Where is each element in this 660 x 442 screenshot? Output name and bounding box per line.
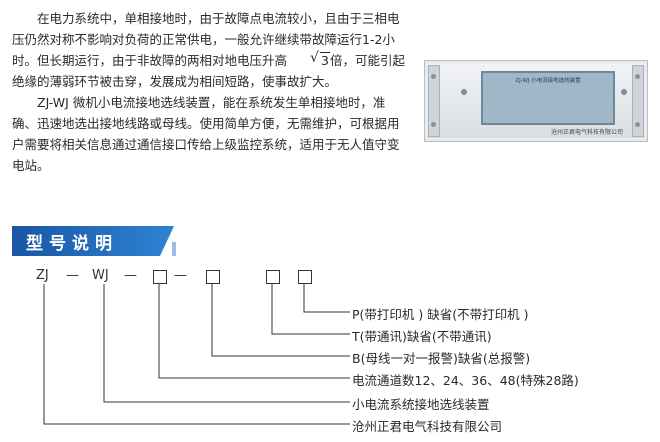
model-code-zj: ZJ [36,268,49,283]
intro-p1-before: 在电力系统中，单相接地时，由于故障点电流较小，且由于三相电压仍然对称不影响对负荷… [12,11,400,68]
device-button [621,89,627,95]
leader-line-device [103,284,350,403]
model-heading: 型号说明 [26,234,118,254]
model-box-printer [298,270,312,284]
desc-channels: 电流通道数12、24、36、48(特殊28路) [352,373,579,388]
model-box-channels [153,270,167,284]
leader-line-company [43,284,350,425]
model-dash: — [174,268,187,283]
intro-paragraph-1: 在电力系统中，单相接地时，由于故障点电流较小，且由于三相电压仍然对称不影响对负荷… [12,8,410,92]
model-dash: — [66,268,79,283]
desc-printer: P(带打印机 ) 缺省(不带打印机 ) [352,307,529,322]
intro-text: 在电力系统中，单相接地时，由于故障点电流较小，且由于三相电压仍然对称不影响对负荷… [12,8,410,176]
model-dash: — [124,268,137,283]
desc-company: 沧州正君电气科技有限公司 [352,419,503,434]
model-box-comm [266,270,280,284]
banner-accent [172,242,176,256]
device-ear-left [428,65,440,137]
intro-paragraph-2: ZJ-WJ 微机小电流接地选线装置，能在系统发生单相接地时，准确、迅速地选出接地… [12,95,400,173]
sqrt-symbol: 3 [285,48,330,71]
device-brand: 沧州正君电气科技有限公司 [550,129,623,136]
model-heading-banner: 型号说明 [12,226,174,256]
sqrt-value: 3 [320,52,330,68]
leader-line-channels [158,284,350,379]
desc-comm: T(带通讯)缺省(不带通讯) [352,329,492,344]
model-code-wj: WJ [92,268,109,283]
model-box-bus [206,270,220,284]
mount-hole [635,122,640,127]
device-button [461,89,467,95]
desc-device: 小电流系统接地选线装置 [352,397,490,412]
desc-bus: B(母线一对一报警)缺省(总报警) [352,351,531,366]
mount-hole [431,122,436,127]
mount-hole [635,74,640,79]
device-photo: ZJ-WJ 小电流接地选线装置 沧州正君电气科技有限公司 [424,60,648,142]
intro-p1-after: 倍，可能引起绝缘的薄弱环节被击穿，发展成为相间短路，使事故扩大。 [12,53,405,89]
leader-line-bus [211,284,350,357]
device-ear-right [632,65,644,137]
leader-line-comm [271,284,350,335]
device-screen: ZJ-WJ 小电流接地选线装置 [481,71,615,125]
leader-line-printer [303,284,350,313]
device-screen-text: ZJ-WJ 小电流接地选线装置 [515,78,581,84]
mount-hole [431,74,436,79]
